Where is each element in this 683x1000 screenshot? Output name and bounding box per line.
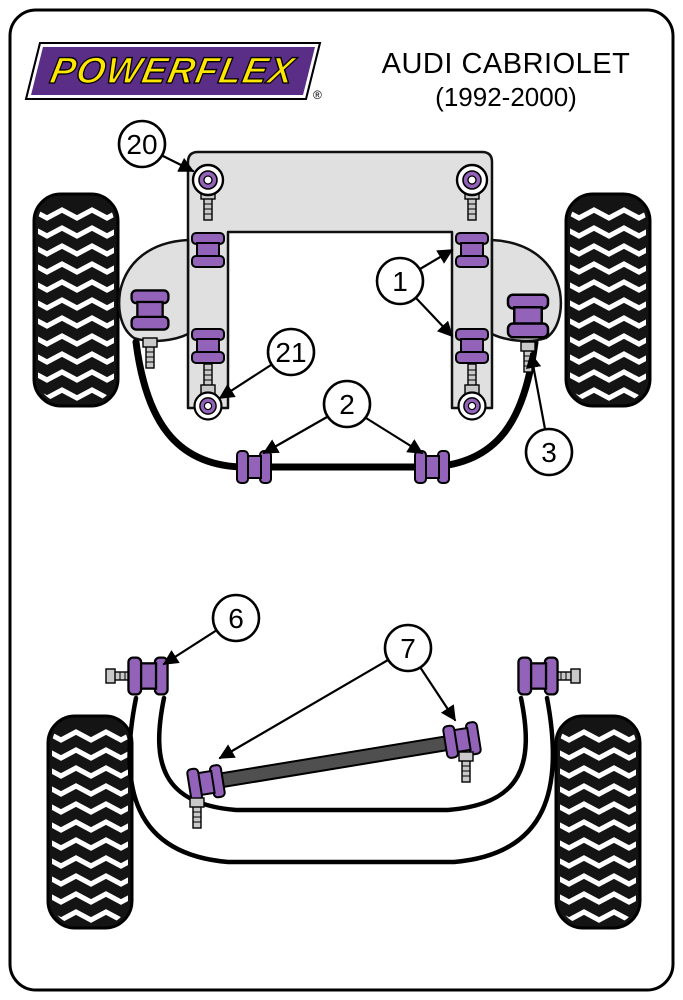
front-left-tire — [32, 194, 122, 406]
callout-1: 1 — [375, 248, 454, 338]
front-upper-mount-washer — [455, 163, 489, 197]
callout-2: 2 — [262, 379, 424, 455]
rear-link-bar — [204, 732, 461, 792]
front-subframe — [186, 150, 494, 410]
callout-21-label: 21 — [275, 337, 306, 368]
callout-20-label: 20 — [126, 129, 157, 160]
powerflex-logo-text: POWERFLEX — [47, 49, 300, 91]
rear-beam-mount-bush — [517, 656, 559, 696]
rear-beam-inner-edge — [156, 695, 529, 813]
callout-6: 6 — [162, 593, 261, 666]
front-right-tire — [564, 194, 654, 406]
callout-2-label: 2 — [339, 389, 355, 420]
front-upper-mount-washer — [191, 163, 225, 197]
callout-20: 20 — [117, 119, 195, 173]
callout-3: 3 — [524, 352, 574, 477]
callout-6-label: 6 — [228, 603, 244, 634]
bolt-icon — [142, 337, 158, 369]
callout-3-label: 3 — [541, 437, 557, 468]
front-subframe-bush — [191, 232, 225, 268]
callout-1-label: 1 — [392, 266, 408, 297]
callout-7-label: 7 — [400, 633, 416, 664]
front-right-control-arm — [490, 238, 563, 343]
front-lower-mount-washer — [193, 391, 223, 421]
bolt-icon — [189, 797, 205, 829]
vehicle-title-block: AUDI CABRIOLET (1992-2000) — [372, 48, 640, 113]
vehicle-years: (1992-2000) — [435, 82, 577, 112]
rear-right-tire — [554, 716, 644, 928]
front-arm-rear-bush — [506, 293, 550, 339]
vehicle-name: AUDI CABRIOLET — [381, 48, 631, 80]
front-arm-bush — [130, 289, 170, 331]
front-suspension — [32, 150, 654, 484]
powerflex-logo: POWERFLEX ® — [24, 42, 323, 102]
bolt-icon — [458, 751, 474, 783]
registered-trademark-icon: ® — [313, 88, 323, 102]
rear-axle — [46, 656, 644, 928]
callouts: 20 1 21 2 3 — [117, 119, 574, 760]
rear-left-tire — [46, 716, 136, 928]
front-subframe-bush — [191, 328, 225, 364]
rear-beam-mount-bush — [127, 656, 169, 696]
anti-roll-bar-bush — [236, 450, 272, 484]
front-anti-roll-bar — [132, 338, 539, 471]
rear-beam-outer-edge — [127, 695, 556, 865]
front-lower-mount-washer — [457, 391, 487, 421]
page-border — [8, 8, 675, 992]
front-subframe-bush — [455, 232, 489, 268]
callout-7: 7 — [218, 623, 457, 760]
rear-link-bush — [185, 763, 227, 803]
front-subframe-bush — [455, 328, 489, 364]
callout-21: 21 — [218, 327, 316, 400]
anti-roll-bar-bush — [414, 450, 450, 484]
